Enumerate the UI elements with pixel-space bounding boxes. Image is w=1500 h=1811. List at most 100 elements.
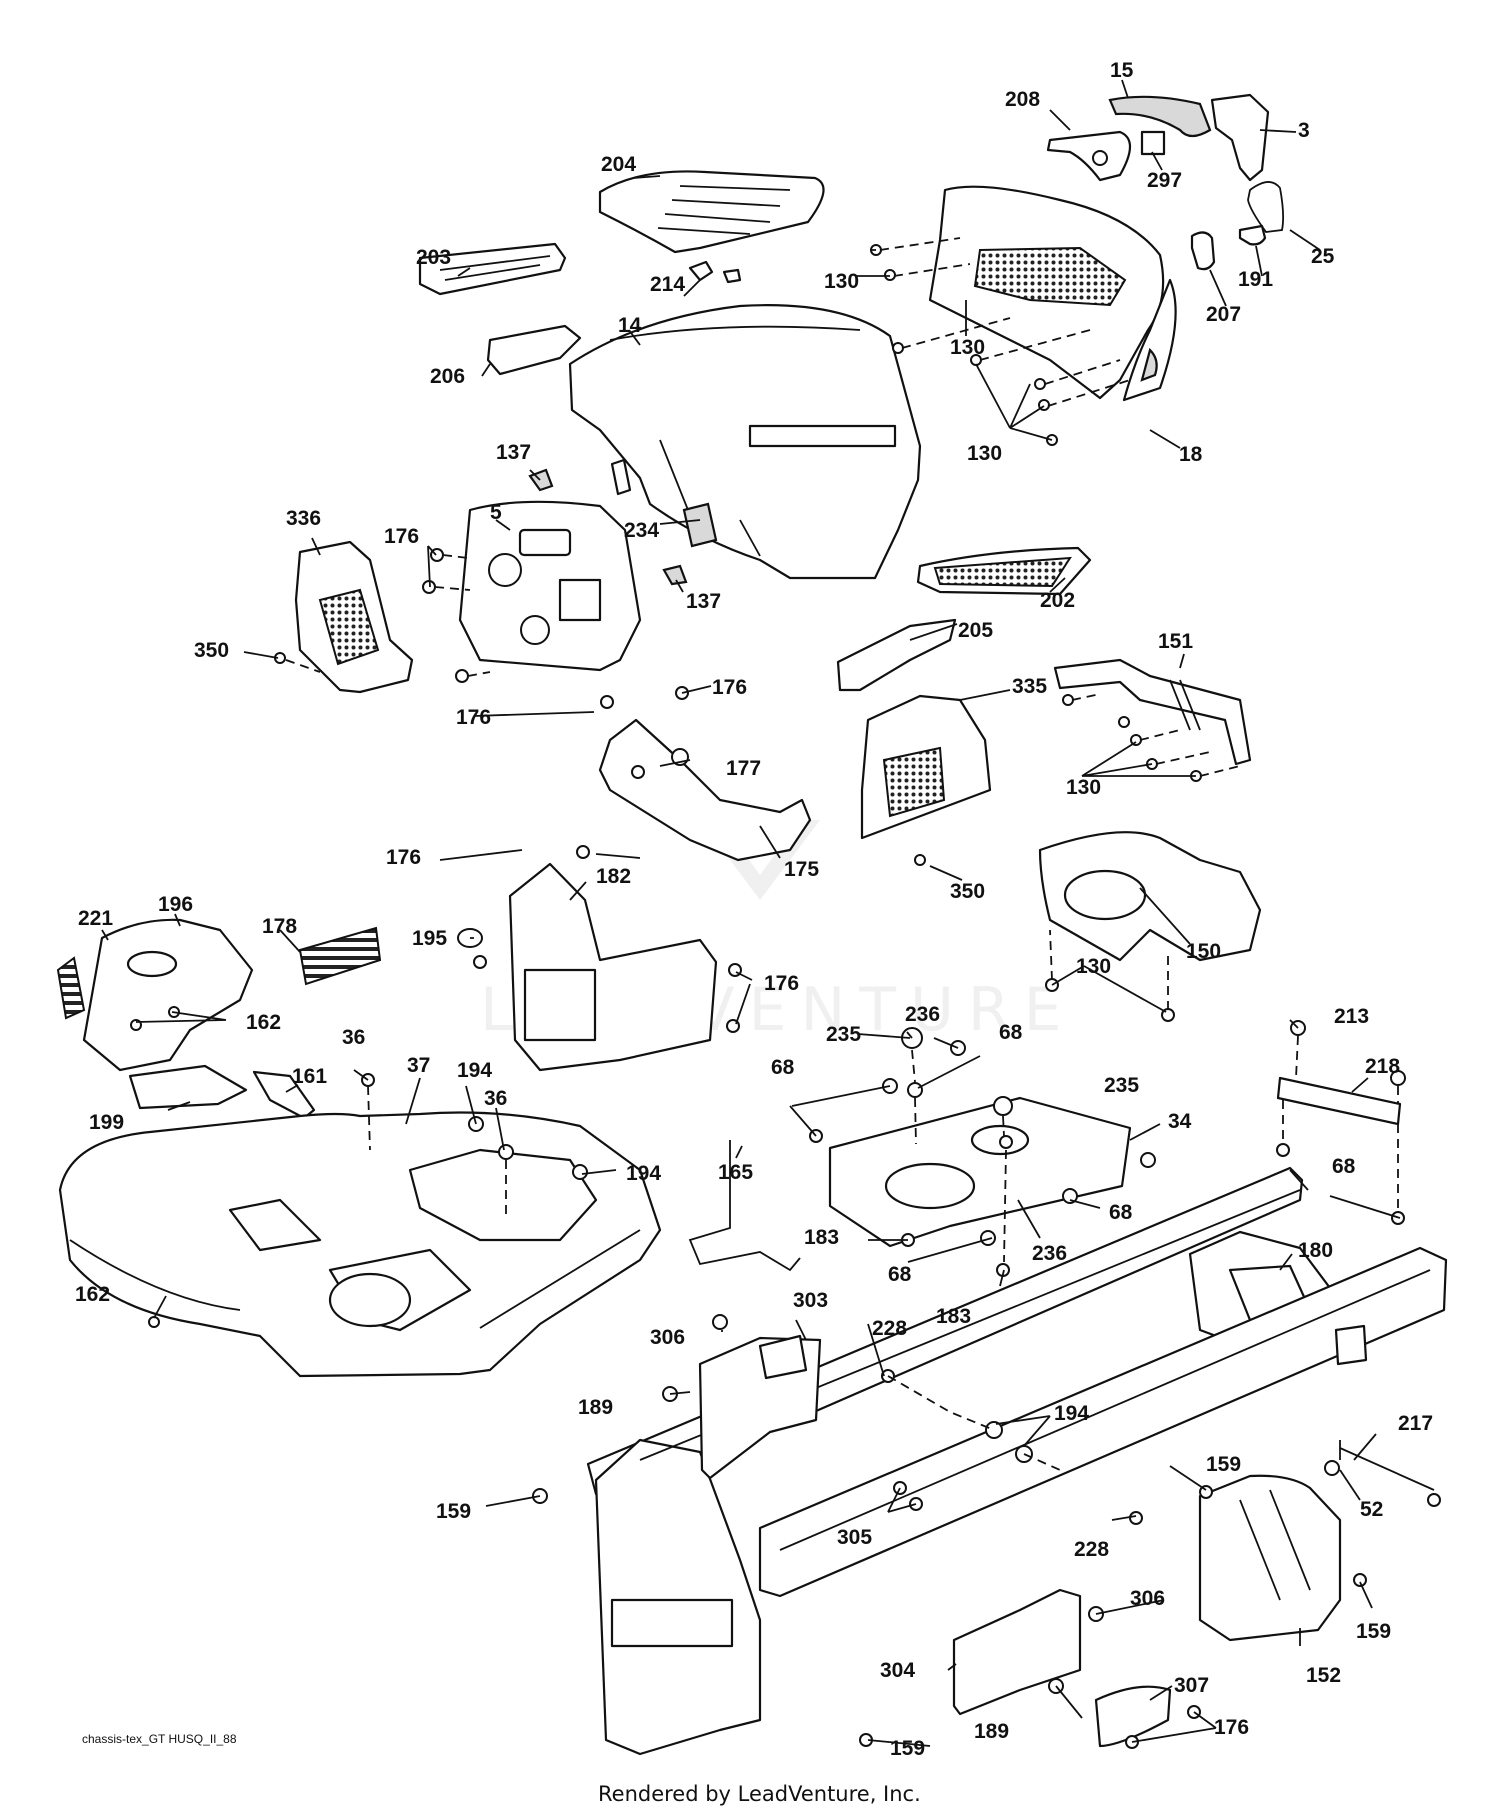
callout-194-bottom: 194 [1054, 1402, 1089, 1425]
callout-189-top: 189 [578, 1396, 613, 1419]
callout-165: 165 [718, 1161, 753, 1184]
part-204-hood-insert [598, 170, 825, 254]
callout-183-right: 183 [936, 1305, 971, 1328]
callout-306-bottom: 306 [1130, 1587, 1165, 1610]
callout-labels: 15 208 3 297 204 25 191 207 203 130 214 … [75, 59, 1433, 1760]
part-234-decal [610, 458, 718, 548]
callout-194-top: 194 [457, 1059, 492, 1082]
callout-304: 304 [880, 1659, 915, 1682]
callout-228-bottom: 228 [1074, 1538, 1109, 1561]
callout-350-left: 350 [194, 639, 229, 662]
callout-175: 175 [784, 858, 819, 881]
part-208-bracket [1046, 130, 1132, 182]
callout-180: 180 [1298, 1239, 1333, 1262]
callout-206: 206 [430, 365, 465, 388]
callout-68-bottom: 68 [888, 1263, 912, 1286]
part-304-shield [952, 1588, 1082, 1716]
callout-177: 177 [726, 757, 761, 780]
callout-350-right: 350 [950, 880, 985, 903]
part-207-socket [1190, 231, 1216, 271]
part-137-clip-b [662, 564, 688, 586]
callout-150: 150 [1186, 940, 1221, 963]
callout-196: 196 [158, 893, 193, 916]
part-297-switch [1140, 130, 1166, 156]
callout-194-right: 194 [626, 1162, 661, 1185]
callout-159-right-bottom: 159 [1356, 1620, 1391, 1643]
callout-68-top: 68 [999, 1021, 1023, 1044]
callout-178: 178 [262, 915, 297, 938]
callout-36-right: 36 [484, 1087, 507, 1110]
callout-218: 218 [1365, 1055, 1400, 1078]
callout-161: 161 [292, 1065, 327, 1088]
part-18-grille-housing [928, 185, 1177, 402]
part-206-trim [486, 324, 582, 376]
callout-5: 5 [490, 501, 502, 524]
part-214-clip [688, 260, 742, 284]
callout-leaders [101, 79, 1401, 1747]
part-335-side-panel-right [860, 694, 992, 840]
callout-195: 195 [412, 927, 447, 950]
part-336-side-panel [294, 540, 414, 694]
part-150-fender-liner [1038, 831, 1262, 962]
part-161-bracket [252, 1070, 316, 1120]
part-191-knob [1238, 224, 1267, 246]
part-152-footwell [1198, 1474, 1342, 1642]
callout-34: 34 [1168, 1110, 1192, 1133]
callout-176-bottom: 176 [456, 706, 491, 729]
part-15-light-lens [1108, 95, 1212, 138]
callout-305: 305 [837, 1526, 872, 1549]
part-165-rod [688, 1140, 801, 1272]
callout-297: 297 [1147, 169, 1182, 192]
callout-3: 3 [1298, 119, 1310, 142]
part-37-fender [58, 1111, 662, 1378]
part-130-screws-liner [1045, 929, 1175, 1022]
callout-205: 205 [958, 619, 993, 642]
callout-130-liner: 130 [1076, 955, 1111, 978]
callout-189-bottom: 189 [974, 1720, 1009, 1743]
part-36-194-hardware-fender [361, 1073, 588, 1220]
callout-221: 221 [78, 907, 113, 930]
callout-137-top: 137 [496, 441, 531, 464]
callout-202: 202 [1040, 589, 1075, 612]
callout-236-bottom: 236 [1032, 1242, 1067, 1265]
callout-303: 303 [793, 1289, 828, 1312]
callout-217: 217 [1398, 1412, 1433, 1435]
part-221-decal [56, 956, 86, 1020]
callout-25: 25 [1311, 245, 1335, 268]
callout-213: 213 [1334, 1005, 1369, 1028]
callout-204: 204 [601, 153, 636, 176]
render-credit-footer: Rendered by LeadVenture, Inc. [598, 1782, 921, 1806]
callout-130-bracket: 130 [1066, 776, 1101, 799]
callout-14: 14 [618, 314, 642, 337]
part-25-gasket [1247, 181, 1285, 233]
callout-130-lower: 130 [967, 442, 1002, 465]
part-217-rod [1324, 1440, 1441, 1507]
part-151-brackets [1053, 658, 1252, 766]
callout-18: 18 [1179, 443, 1203, 466]
callout-228-top: 228 [872, 1317, 907, 1340]
callout-191: 191 [1238, 268, 1273, 291]
callout-162-bottom: 162 [75, 1283, 110, 1306]
callout-176-bottom-right: 176 [1214, 1716, 1249, 1739]
callout-68-plate: 68 [1109, 1201, 1133, 1224]
callout-176-dash: 176 [384, 525, 419, 548]
callout-235-mid: 235 [1104, 1074, 1139, 1097]
callout-335: 335 [1012, 675, 1047, 698]
callout-203: 203 [416, 246, 451, 269]
callout-176-panel: 176 [386, 846, 421, 869]
callout-159-left: 159 [436, 1500, 471, 1523]
callout-176-lower: 176 [764, 972, 799, 995]
callout-68-right: 68 [1332, 1155, 1356, 1178]
part-213-68-bolts [1276, 1020, 1406, 1225]
callout-235-top: 235 [826, 1023, 861, 1046]
part-199-plate [128, 1064, 248, 1110]
callout-182: 182 [596, 865, 631, 888]
callout-37: 37 [407, 1054, 430, 1077]
part-177-175-support [598, 718, 812, 862]
part-3-bezel [1210, 93, 1270, 182]
callout-52: 52 [1360, 1498, 1383, 1521]
part-5-dash-panel [458, 500, 642, 672]
diagram-reference-code: chassis-tex_GT HUSQ_II_88 [82, 1732, 237, 1746]
